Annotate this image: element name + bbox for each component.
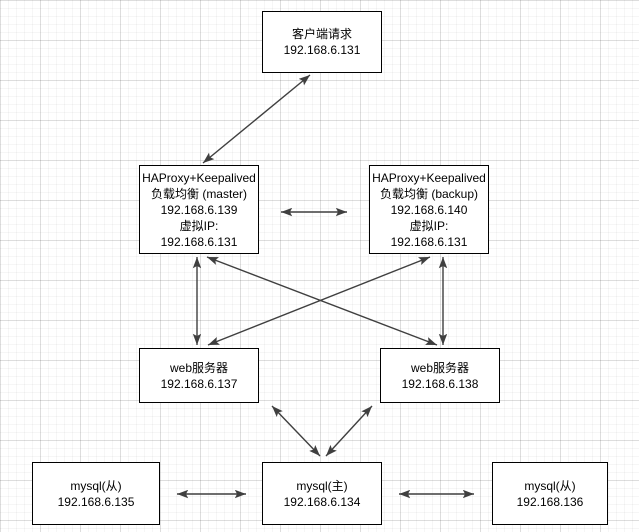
- haproxy-keepalived-backup-line: 192.168.6.131: [390, 234, 468, 249]
- mysql-slave-136-line: 192.168.136: [516, 494, 584, 509]
- haproxy-keepalived-master-line: 192.168.6.131: [160, 234, 238, 249]
- haproxy-keepalived-backup-line: 虚拟IP:: [409, 218, 449, 233]
- edge-web-right-to-mysql-master: [325, 405, 373, 457]
- web-server-138-line: web服务器: [410, 360, 469, 375]
- client-request-line: 客户端请求: [291, 27, 352, 41]
- haproxy-keepalived-master-line: 负载均衡 (master): [150, 186, 247, 201]
- haproxy-keepalived-master-line: 虚拟IP:: [179, 218, 219, 233]
- edge-web-left-to-mysql-master: [271, 405, 321, 457]
- client-request: 客户端请求 192.168.6.131: [262, 11, 382, 73]
- web-server-137-line: 192.168.6.137: [160, 376, 238, 391]
- haproxy-keepalived-master-line: HAProxy+Keepalived: [142, 170, 256, 185]
- edge-haproxy-backup-to-web-left: [207, 256, 431, 346]
- web-server-138-line: 192.168.6.138: [401, 376, 479, 391]
- haproxy-keepalived-master-line: 192.168.6.139: [160, 202, 238, 217]
- mysql-master-134-line: mysql(主): [296, 478, 348, 493]
- haproxy-keepalived-backup-line: 负载均衡 (backup): [379, 186, 479, 201]
- haproxy-keepalived-backup-line: HAProxy+Keepalived: [372, 170, 486, 185]
- mysql-slave-135: mysql(从)192.168.6.135: [32, 462, 160, 525]
- mysql-master-134: mysql(主)192.168.6.134: [262, 462, 382, 525]
- mysql-master-134-line: 192.168.6.134: [283, 494, 361, 509]
- edge-client-to-haproxy-master: [202, 74, 311, 164]
- mysql-slave-135-line: mysql(从): [70, 478, 122, 493]
- web-server-137-line: web服务器: [169, 360, 228, 375]
- client-request-line: 192.168.6.131: [283, 43, 361, 57]
- mysql-slave-136-line: mysql(从): [524, 478, 576, 493]
- mysql-slave-135-line: 192.168.6.135: [57, 494, 135, 509]
- mysql-slave-136: mysql(从)192.168.136: [492, 462, 608, 525]
- haproxy-keepalived-backup-line: 192.168.6.140: [390, 202, 468, 217]
